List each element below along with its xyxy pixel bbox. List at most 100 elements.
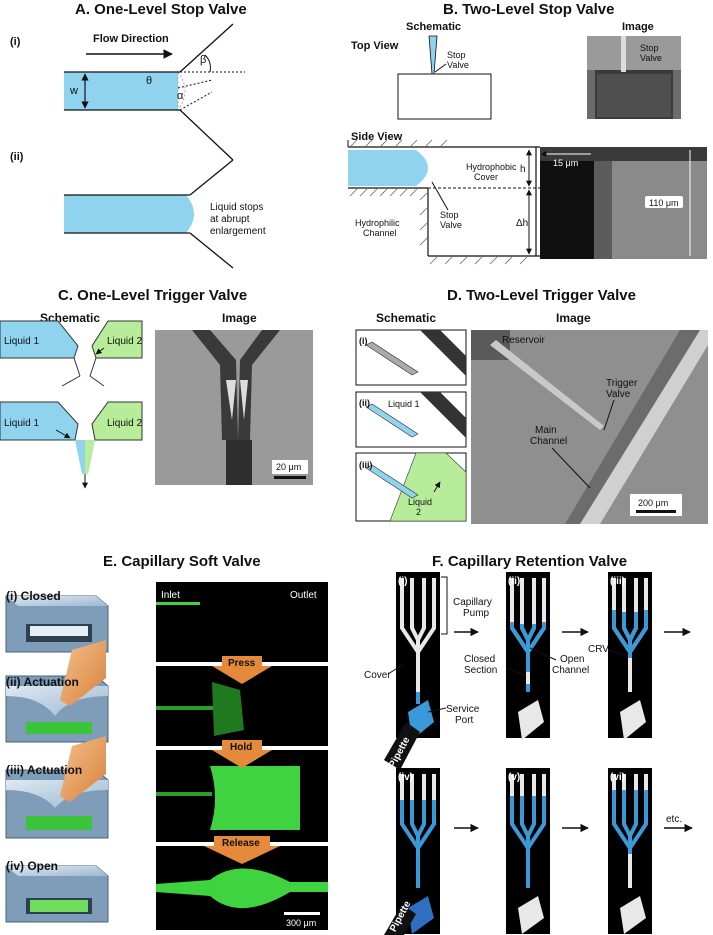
valve-label-img: Valve: [640, 53, 662, 63]
top-view-channel: [428, 35, 438, 75]
d-main-label: Main: [535, 425, 557, 436]
um110-label: 110 μm: [649, 198, 679, 208]
e-open-label: (iv) Open: [6, 859, 58, 873]
panel-f: (i) Capillary Pump Cover Service Port Pi…: [364, 572, 693, 935]
hydrophobic-label: Hydrophobic: [466, 162, 517, 172]
f-channel-label: Channel: [552, 665, 589, 676]
e-hold-label: Hold: [230, 742, 252, 753]
c-liquid1-bottom-label: Liquid 1: [4, 418, 39, 429]
stop-text-2: at abrupt: [210, 214, 250, 225]
panel-e-title: E. Capillary Soft Valve: [103, 553, 261, 570]
panel-c: Schematic Image Liquid 1 Liquid 2 Liquid…: [0, 311, 313, 489]
panel-c-title: C. One-Level Trigger Valve: [58, 287, 248, 304]
c-liquid1-bottom: [0, 401, 79, 441]
channel-label: Channel: [363, 228, 397, 238]
beta-label: β: [200, 54, 206, 66]
delta-h-label: Δh: [516, 218, 528, 229]
b-schematic-label: Schematic: [406, 21, 461, 33]
f-chip-iii: [608, 572, 652, 740]
f-sub-iii: (iii): [610, 576, 625, 587]
e-closed-label: (i) Closed: [6, 589, 61, 603]
e-frame-1: [156, 582, 328, 662]
e-actuation2-label: (iii) Actuation: [6, 763, 82, 777]
alpha-label: α: [177, 90, 184, 102]
panel-f-title: F. Capillary Retention Valve: [432, 553, 628, 570]
c-liquid2-bottom: [91, 401, 143, 441]
panel-a-title: A. One-Level Stop Valve: [75, 1, 247, 18]
f-service-label: Service: [446, 704, 480, 715]
panel-b-title: B. Two-Level Stop Valve: [443, 1, 615, 18]
stop-label-img: Stop: [640, 43, 659, 53]
valve-label-side: Valve: [440, 220, 462, 230]
d-liquid2-num: 2: [416, 507, 421, 517]
d-reservoir-label: Reservoir: [502, 335, 545, 346]
stop-label-top: Stop: [447, 50, 466, 60]
e-block-i: [5, 595, 109, 653]
c-liquid1-top-label: Liquid 1: [4, 336, 39, 347]
h-label: h: [520, 164, 526, 175]
d-trigger-label: Trigger: [606, 378, 638, 389]
f-port-label: Port: [455, 715, 474, 726]
b-image-label: Image: [622, 21, 654, 33]
top-view-block: [397, 73, 492, 120]
f-closed-label: Closed: [464, 654, 495, 665]
f-sub-iv: (iv): [398, 772, 413, 783]
e-block-ii: [5, 640, 109, 743]
f-section-label: Section: [464, 665, 497, 676]
stop-text-1: Liquid stops: [210, 202, 263, 213]
stop-text-3: enlargement: [210, 226, 266, 237]
channel-liquid: [64, 72, 178, 110]
c-liquid1-top: [0, 320, 79, 359]
channel-liquid-stopped: [64, 195, 186, 233]
d-channel-label: Channel: [530, 436, 567, 447]
d-liquid1-label: Liquid 1: [388, 399, 420, 409]
d-image-label: Image: [556, 311, 591, 325]
theta-label: θ: [146, 75, 152, 87]
panel-d-title: D. Two-Level Trigger Valve: [447, 287, 636, 304]
c-liquid2-top-label: Liquid 2: [107, 336, 142, 347]
f-chip-ii: [506, 572, 550, 740]
f-crv-label: CRV: [588, 644, 609, 655]
c-liquid2-bottom-label: Liquid 2: [107, 418, 142, 429]
w-label: w: [69, 85, 78, 97]
cover-label: Cover: [474, 172, 498, 182]
d-sub-i: (i): [359, 336, 368, 346]
f-sub-ii: (ii): [508, 576, 520, 587]
e-block-iii: [5, 736, 109, 839]
c-scale-label: 20 μm: [276, 462, 301, 472]
panel-a: (i) Flow Direction β θ α w (ii) Liquid s…: [10, 23, 266, 269]
f-sub-i: (i): [398, 576, 407, 587]
c-image-label: Image: [222, 311, 257, 325]
flow-direction-label: Flow Direction: [93, 33, 169, 45]
d-schematic-label: Schematic: [376, 311, 436, 325]
e-release-label: Release: [222, 838, 260, 849]
panel-b: Schematic Image Top View Stop Valve Stop…: [347, 21, 707, 265]
valve-label-top: Valve: [447, 60, 469, 70]
d-sub-ii: (ii): [359, 398, 370, 408]
panel-a-sub-i: (i): [10, 36, 21, 48]
e-scale-label: 300 μm: [286, 918, 316, 928]
panel-e: (i) Closed (ii) Actuation (iii) Actuatio…: [5, 582, 328, 930]
f-pump-label: Pump: [463, 608, 490, 619]
f-sub-v: (v): [508, 772, 520, 783]
panel-d: Schematic Image (i) (ii) Liquid 1 (iii) …: [355, 311, 708, 524]
um15-label: 15 μm: [553, 158, 578, 168]
f-chip-vi: [608, 768, 652, 934]
f-etc-label: etc.: [666, 814, 682, 825]
f-open-label: Open: [560, 654, 584, 665]
side-liquid: [348, 150, 416, 186]
d-sub-iii: (iii): [359, 460, 373, 470]
e-hold-arrow: [212, 740, 272, 768]
d-liquid2-label: Liquid: [408, 497, 432, 507]
e-release-arrow: [204, 836, 280, 864]
f-sub-vi: (vi): [610, 772, 625, 783]
stop-label-side: Stop: [440, 210, 459, 220]
f-chip-v: [506, 768, 550, 934]
hydrophilic-label: Hydrophilic: [355, 218, 400, 228]
e-inlet-label: Inlet: [161, 590, 180, 601]
d-valve-label: Valve: [606, 389, 631, 400]
f-cover-label: Cover: [364, 670, 391, 681]
f-chip-iv: [384, 768, 440, 935]
e-press-arrow: [212, 656, 272, 684]
